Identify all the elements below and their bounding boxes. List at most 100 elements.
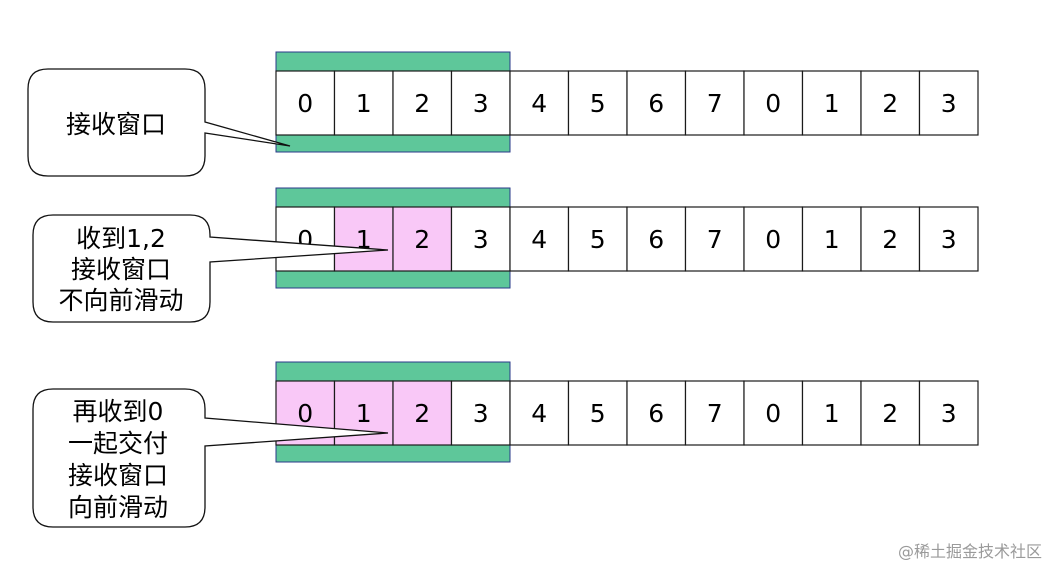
sequence-cell: 0: [743, 380, 804, 446]
cell-box: [275, 70, 336, 136]
sequence-number: 0: [765, 225, 781, 254]
sequence-number: 5: [590, 225, 606, 254]
cell-box: [743, 70, 804, 136]
cell-box: [918, 380, 979, 446]
receive-window-top-bar: [275, 51, 511, 72]
cell-box: [333, 70, 394, 136]
sequence-cell: 3: [918, 380, 979, 446]
cell-box: [684, 70, 745, 136]
callout-receive-window: 接收窗口: [27, 68, 291, 177]
cell-box: [860, 206, 921, 272]
sequence-number: 1: [356, 89, 372, 118]
sequence-number: 0: [297, 399, 313, 428]
cell-box: [684, 206, 745, 272]
cell-box: [918, 70, 979, 136]
sequence-number: 4: [531, 399, 547, 428]
sequence-number: 1: [824, 399, 840, 428]
sequence-number: 7: [707, 89, 723, 118]
sequence-number: 2: [414, 399, 430, 428]
sequence-number: 5: [590, 89, 606, 118]
sequence-cell: 5: [567, 70, 628, 136]
callout-text-line: 接收窗口: [68, 461, 168, 490]
sequence-number: 3: [473, 225, 489, 254]
sequence-cell: 2: [860, 206, 921, 272]
watermark: @稀土掘金技术社区: [897, 542, 1042, 561]
cell-box: [392, 70, 453, 136]
callout-text-line: 接收窗口: [66, 110, 166, 139]
cell-box: [801, 70, 862, 136]
receive-window-bottom-bar: [275, 443, 511, 463]
sequence-cell: 7: [684, 70, 745, 136]
sequence-number: 0: [765, 89, 781, 118]
callout-slide-forward: 再收到0 一起交付 接收窗口 向前滑动: [32, 388, 389, 528]
sequence-number: 3: [941, 89, 957, 118]
received-cell-box: [392, 380, 453, 446]
sequence-cell: 2: [392, 70, 453, 136]
receive-window-top-bar: [275, 187, 511, 208]
sequence-cell: 0: [275, 206, 336, 272]
callout-text-line: 一起交付: [68, 429, 168, 458]
sequence-cell: 6: [626, 380, 687, 446]
receive-window-bottom-bar: [275, 269, 511, 289]
sequence-cell: 6: [626, 70, 687, 136]
sequence-cell: 7: [684, 206, 745, 272]
sequence-number: 0: [765, 399, 781, 428]
sequence-number: 7: [707, 225, 723, 254]
sequence-cell: 1: [801, 70, 862, 136]
sequence-cell: 3: [918, 206, 979, 272]
callout-text-line: 再收到0: [73, 397, 164, 426]
received-cell-box: [392, 206, 453, 272]
receive-window-top-bar: [275, 361, 511, 382]
sequence-cell: 5: [567, 206, 628, 272]
callout-bubble: [27, 68, 291, 177]
cell-box: [509, 380, 570, 446]
sequence-cell: 2: [860, 380, 921, 446]
cell-box: [450, 206, 511, 272]
received-cell-box: [333, 206, 394, 272]
receive-window-bottom-bar: [275, 134, 511, 153]
sequence-number: 1: [356, 399, 372, 428]
cell-box: [626, 206, 687, 272]
callout-text-line: 向前滑动: [68, 493, 168, 522]
sequence-number: 2: [414, 89, 430, 118]
sequence-number: 0: [297, 89, 313, 118]
callout-text-line: 收到1,2: [76, 224, 166, 253]
sequence-cell: 1: [333, 206, 394, 272]
sequence-number: 1: [356, 225, 372, 254]
cell-box: [509, 70, 570, 136]
sequence-number: 6: [648, 399, 664, 428]
cell-box: [450, 380, 511, 446]
sequence-cell: 0: [275, 70, 336, 136]
sequence-number: 6: [648, 89, 664, 118]
cell-box: [626, 380, 687, 446]
sequence-number: 4: [531, 225, 547, 254]
sequence-cell: 2: [392, 206, 453, 272]
cell-box: [801, 380, 862, 446]
sequence-number: 1: [824, 89, 840, 118]
sequence-cell: 0: [743, 70, 804, 136]
sequence-number: 3: [941, 399, 957, 428]
sequence-cell: 1: [333, 70, 394, 136]
sequence-number: 3: [473, 89, 489, 118]
cell-box: [567, 206, 628, 272]
sequence-cell: 3: [918, 70, 979, 136]
sequence-number: 2: [882, 89, 898, 118]
sequence-cell: 1: [801, 380, 862, 446]
callout-text-line: 不向前滑动: [58, 286, 183, 315]
sequence-cell: 4: [509, 206, 570, 272]
sequence-cell: 6: [626, 206, 687, 272]
cell-box: [801, 206, 862, 272]
sequence-number: 3: [941, 225, 957, 254]
cell-box: [626, 70, 687, 136]
sequence-number: 2: [882, 399, 898, 428]
sequence-cell: 2: [860, 70, 921, 136]
sequence-cell: 3: [450, 380, 511, 446]
sequence-cell: 2: [392, 380, 453, 446]
sequence-number: 3: [473, 399, 489, 428]
sequence-number: 1: [824, 225, 840, 254]
cell-box: [567, 70, 628, 136]
callout-bubble: [32, 388, 389, 528]
